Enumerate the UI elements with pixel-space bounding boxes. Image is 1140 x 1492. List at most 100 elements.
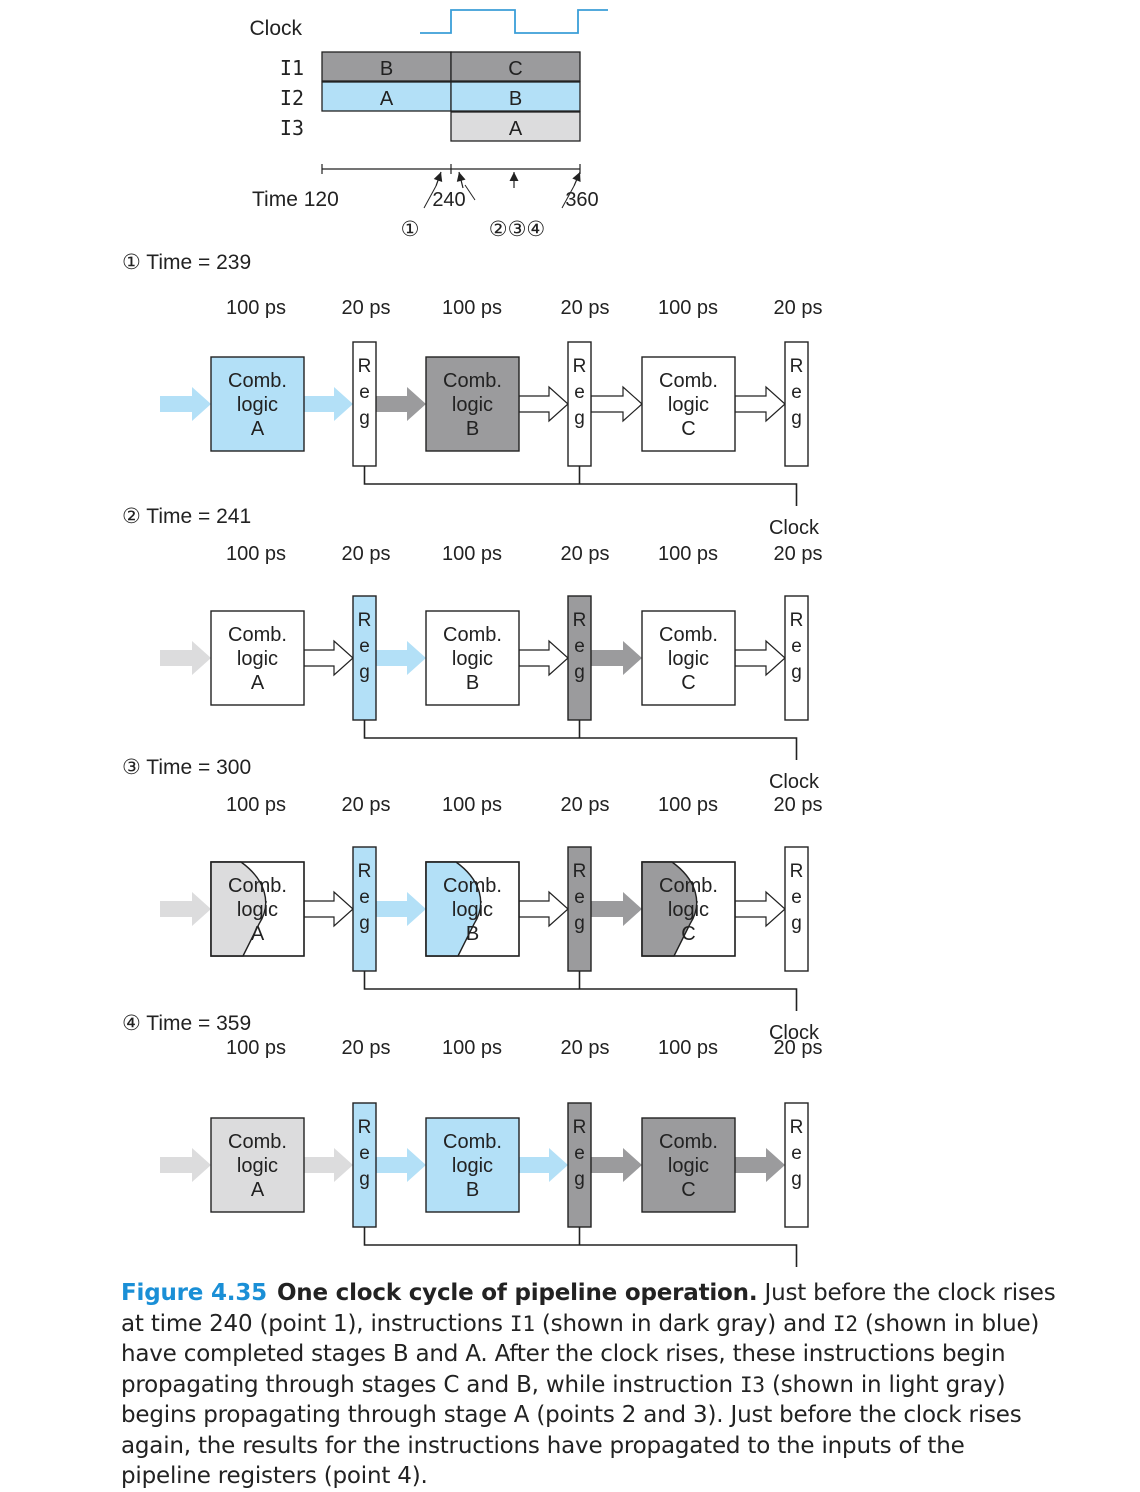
register-letter-g: g xyxy=(574,1169,585,1190)
propagation-wave xyxy=(641,861,698,957)
propagation-wave xyxy=(210,861,267,957)
input-arrow xyxy=(160,892,211,926)
stage-letter: B xyxy=(466,672,479,694)
stage-arrow-2 xyxy=(376,641,426,675)
comb-delay-label-a: 100 ps xyxy=(226,297,286,319)
register-letter-g: g xyxy=(359,408,370,429)
point-4-arrow-head xyxy=(572,172,581,183)
pipeline-register-1: Reg xyxy=(352,595,377,721)
stage-letter: A xyxy=(251,672,265,694)
time-tick-240: 240 xyxy=(432,189,465,211)
comb-block-b xyxy=(425,610,520,706)
comb-label: Comb. xyxy=(443,1131,502,1153)
pipeline-register-1: Reg xyxy=(352,846,377,972)
input-arrow xyxy=(160,387,211,421)
input-arrow xyxy=(160,641,211,675)
register-letter-r: R xyxy=(790,356,804,377)
time-tick-360: 360 xyxy=(565,189,598,211)
tick-360-slash xyxy=(561,185,575,209)
comb-delay-label-c: 100 ps xyxy=(658,1037,718,1059)
stage-arrow-4 xyxy=(591,892,642,926)
comb-block-b xyxy=(425,356,520,452)
points-2-3-4-marker: ②③④ xyxy=(489,218,545,241)
figure-number: Figure 4.35 xyxy=(121,1280,267,1306)
timing-stage-i3-a: A xyxy=(509,118,523,140)
comb-label: Comb. xyxy=(228,1131,287,1153)
stage-arrow-4 xyxy=(590,385,643,423)
stage-arrow-3 xyxy=(518,890,569,928)
register-letter-r: R xyxy=(573,610,587,631)
stage-letter: B xyxy=(466,1179,479,1201)
stage-arrow-1 xyxy=(303,890,354,928)
timing-bar-i1-c xyxy=(450,51,581,82)
register-letter-r: R xyxy=(358,861,372,882)
clock-wire xyxy=(363,1227,798,1267)
stage-letter: B xyxy=(466,418,479,440)
register-letter-e: e xyxy=(791,382,802,403)
register-letter-r: R xyxy=(573,356,587,377)
clock-line xyxy=(363,720,798,760)
reg-delay-label-2: 20 ps xyxy=(561,297,610,319)
clock-line xyxy=(363,1227,798,1267)
logic-label: logic xyxy=(452,899,493,921)
point-1-arrow-head xyxy=(433,172,443,182)
clock-label: Clock xyxy=(769,517,820,539)
figure-title: One clock cycle of pipeline operation. xyxy=(276,1280,758,1306)
pipeline-register-3: Reg xyxy=(784,595,809,721)
comb-delay-label-c: 100 ps xyxy=(658,794,718,816)
reg-delay-label-2: 20 ps xyxy=(561,794,610,816)
register-box xyxy=(784,595,809,721)
register-letter-g: g xyxy=(359,1169,370,1190)
comb-label: Comb. xyxy=(443,370,502,392)
register-box xyxy=(784,846,809,972)
logic-label: logic xyxy=(237,899,278,921)
register-letter-r: R xyxy=(573,1117,587,1138)
comb-block-a xyxy=(210,610,305,706)
caption-code-i2: I2 xyxy=(832,1311,858,1336)
snapshot-heading: ④ Time = 359 xyxy=(122,1012,251,1035)
stage-arrow-4 xyxy=(591,1148,642,1182)
register-letter-e: e xyxy=(791,1143,802,1164)
register-box xyxy=(784,341,809,467)
comb-block-outline xyxy=(641,861,736,957)
figure-caption: Figure 4.35 One clock cycle of pipeline o… xyxy=(121,1278,1061,1492)
stage-arrow-1 xyxy=(304,387,353,421)
stage-arrow-1 xyxy=(304,1148,353,1182)
stage-letter: C xyxy=(681,672,695,694)
register-letter-e: e xyxy=(574,382,585,403)
register-letter-g: g xyxy=(574,662,585,683)
caption-text-1: Just before the clock rises at time 240 … xyxy=(121,1280,1056,1337)
comb-label: Comb. xyxy=(228,875,287,897)
stage-letter: C xyxy=(681,418,695,440)
stage-letter: A xyxy=(251,418,265,440)
reg-delay-label-3: 20 ps xyxy=(774,794,823,816)
register-letter-g: g xyxy=(791,913,802,934)
register-letter-g: g xyxy=(791,1169,802,1190)
comb-label: Comb. xyxy=(659,370,718,392)
comb-label: Comb. xyxy=(228,370,287,392)
snapshot-heading: ① Time = 239 xyxy=(122,251,251,274)
clock-line xyxy=(363,971,798,1011)
register-letter-g: g xyxy=(574,913,585,934)
reg-delay-label-3: 20 ps xyxy=(774,543,823,565)
stage-arrow-2 xyxy=(376,892,426,926)
comb-delay-label-a: 100 ps xyxy=(226,794,286,816)
point-4-arrow xyxy=(572,171,581,187)
comb-delay-label-b: 100 ps xyxy=(442,1037,502,1059)
clock-line xyxy=(363,466,798,506)
stage-arrow-1 xyxy=(303,639,354,677)
clock-waveform xyxy=(420,9,608,34)
comb-block-a xyxy=(210,1117,305,1213)
logic-label: logic xyxy=(452,1155,493,1177)
logic-label: logic xyxy=(237,648,278,670)
register-letter-e: e xyxy=(574,887,585,908)
clock-label: Clock xyxy=(769,1022,820,1044)
point-3-arrow xyxy=(509,172,519,188)
